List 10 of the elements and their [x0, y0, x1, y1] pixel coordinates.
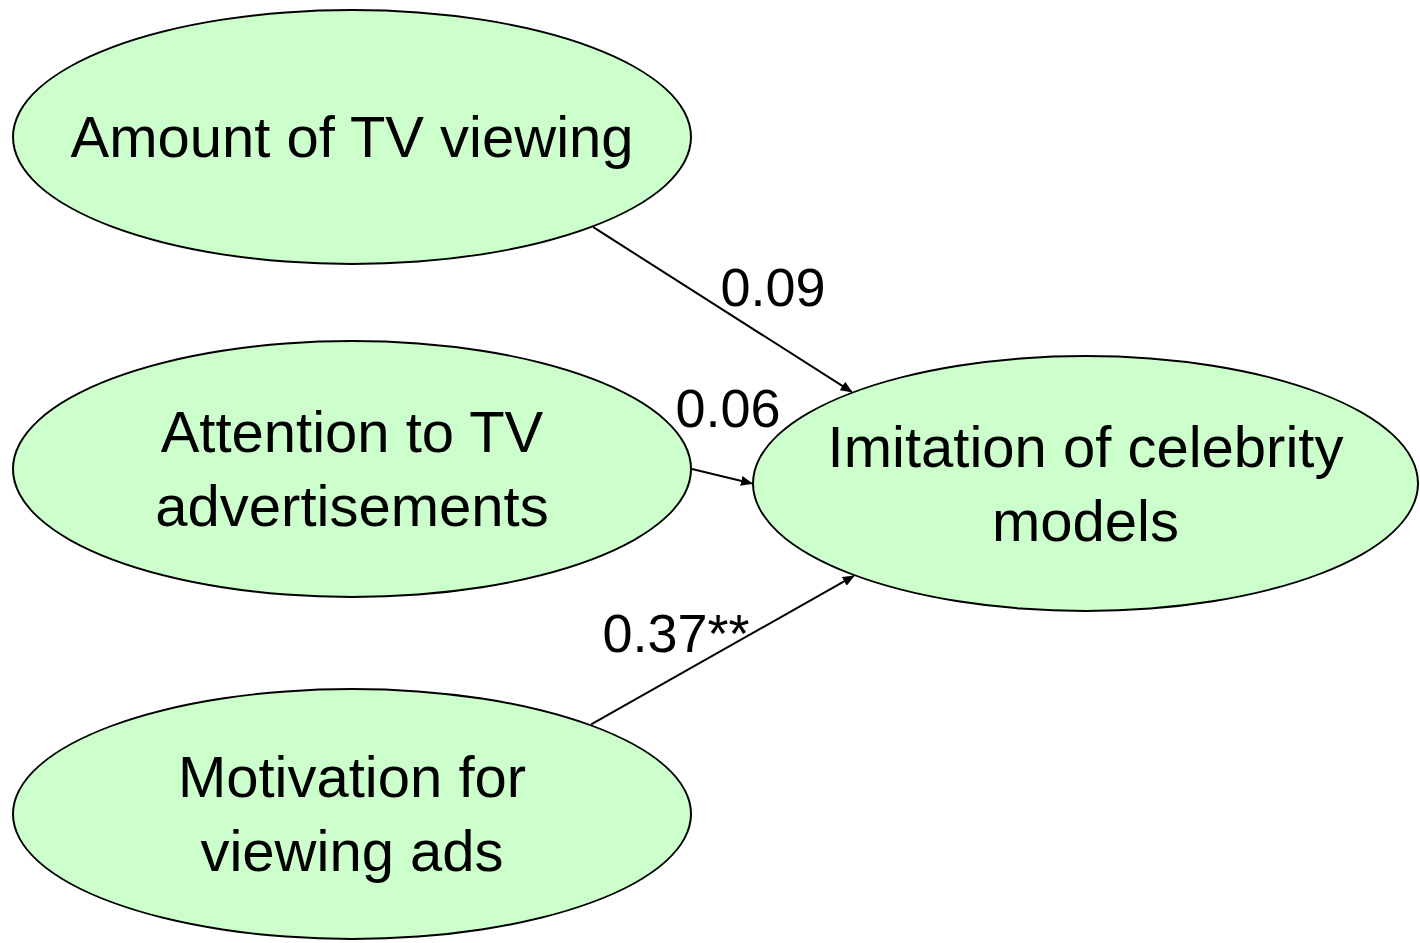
- variable-label: Attention to TV advertisements: [154, 398, 550, 540]
- variable-label: Imitation of celebrity models: [826, 412, 1345, 555]
- edge-label: 0.09: [720, 257, 826, 317]
- arrow: [691, 468, 753, 486]
- variable-label: Amount of TV viewing: [70, 103, 634, 171]
- edge-label: 0.06: [675, 378, 781, 438]
- edge-label: 0.37**: [602, 603, 750, 663]
- arrow: [592, 226, 853, 393]
- variable-label: Motivation for viewing ads: [176, 743, 528, 885]
- arrow: [590, 574, 855, 726]
